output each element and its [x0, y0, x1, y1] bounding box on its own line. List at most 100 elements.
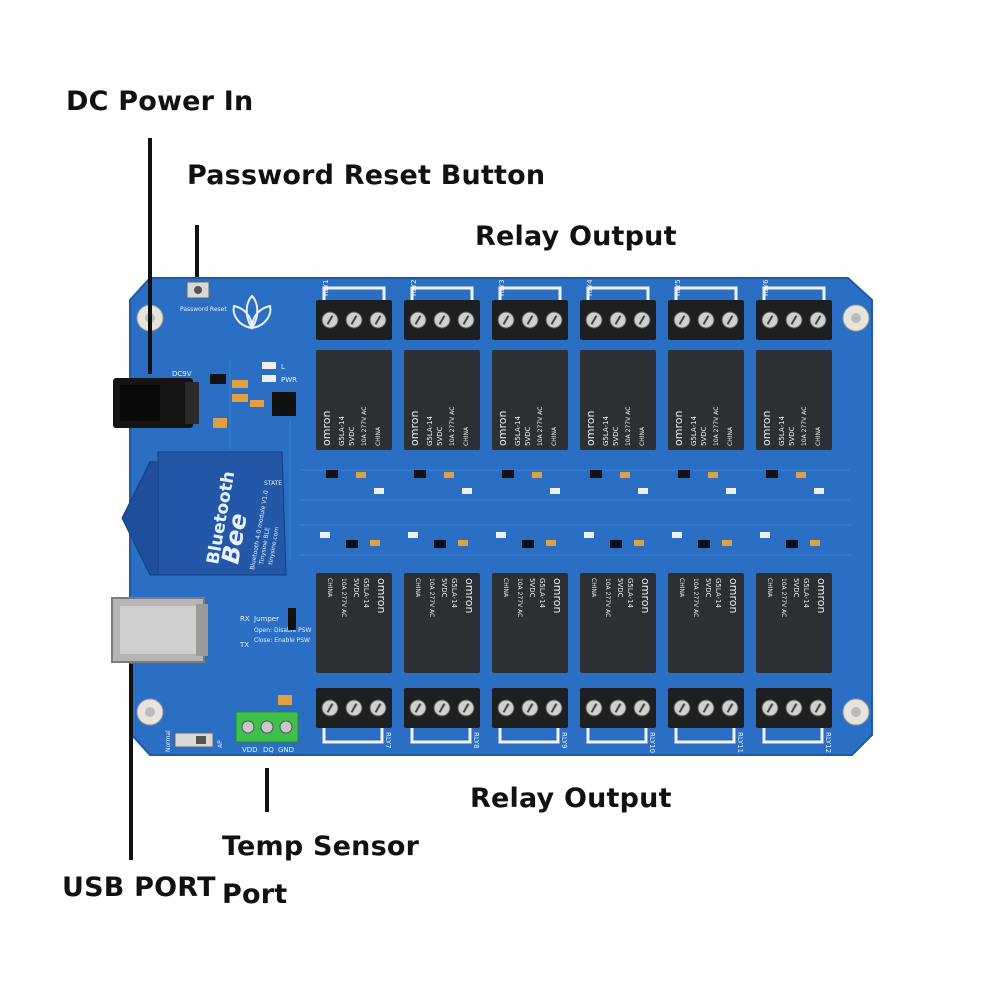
- jumper-close-silk: Close: Enable PSW: [254, 637, 310, 644]
- smd-component: [766, 470, 778, 478]
- smd-component: [434, 540, 446, 548]
- relay-brand: omron: [320, 411, 333, 446]
- relay-origin: CHINA: [375, 426, 382, 446]
- smd-component: [532, 472, 542, 478]
- smd-led: [408, 532, 418, 538]
- screw-slot: [438, 315, 446, 325]
- relay-body: [492, 573, 568, 673]
- tx-silk: TX: [239, 641, 249, 649]
- relay-model: G5LA-14: [602, 415, 610, 446]
- usb-port-label: USB PORT: [62, 872, 216, 903]
- relay-body: [756, 573, 832, 673]
- screw-slot: [374, 315, 382, 325]
- relay-brand: omron: [408, 411, 421, 446]
- relay-model: G5LA-14: [538, 578, 546, 609]
- relay-top-label: RLY6: [762, 279, 770, 296]
- relay-rating: 10A 277V AC: [340, 578, 347, 617]
- relay-rating: 10A 277V AC: [801, 407, 808, 446]
- relay-brand: omron: [760, 411, 773, 446]
- relay-voltage: 5VDC: [352, 578, 360, 598]
- screw-slot: [590, 703, 598, 713]
- screw-slot: [790, 315, 798, 325]
- wire-clamp: [322, 286, 386, 300]
- relay-body: [316, 573, 392, 673]
- relay-voltage: 5VDC: [704, 578, 712, 598]
- temp-sensor-leader: [265, 768, 269, 812]
- relay-rating: 10A 277V AC: [604, 578, 611, 617]
- relay-body: [580, 350, 656, 450]
- relay-voltage: 5VDC: [524, 426, 532, 446]
- dc-power-label: DC Power In: [66, 86, 254, 117]
- status-leds: [210, 362, 296, 428]
- relay-rating: 10A 277V AC: [780, 578, 787, 617]
- relay-rating: 10A 277V AC: [625, 407, 632, 446]
- smd-component: [810, 540, 820, 546]
- relay-brand: omron: [584, 411, 597, 446]
- smd-component: [708, 472, 718, 478]
- smd-component: [722, 540, 732, 546]
- jumper-header[interactable]: [288, 608, 296, 630]
- screw-slot: [414, 703, 422, 713]
- relay-voltage: 5VDC: [788, 426, 796, 446]
- wire-clamp: [674, 286, 738, 300]
- relay-rating: 10A 277V AC: [692, 578, 699, 617]
- relay-model: G5LA-14: [714, 578, 722, 609]
- screw-slot: [350, 315, 358, 325]
- usb-port-leader: [129, 664, 133, 860]
- smd-led: [584, 532, 594, 538]
- temp-pin-gnd: GND: [278, 746, 294, 754]
- relay-origin: CHINA: [502, 578, 509, 598]
- wire-clamp: [498, 728, 560, 744]
- relay-model: G5LA-14: [514, 415, 522, 446]
- password-reset-label: Password Reset Button: [187, 160, 546, 191]
- smd-component: [346, 540, 358, 548]
- relay-origin: CHINA: [815, 426, 822, 446]
- dc-power-jack[interactable]: [113, 378, 199, 428]
- relay-rating: 10A 277V AC: [713, 407, 720, 446]
- screw-slot: [678, 703, 686, 713]
- relay-model: G5LA-14: [802, 578, 810, 609]
- mode-switch[interactable]: [174, 732, 214, 748]
- relay-body: [668, 350, 744, 450]
- relay-body: [404, 573, 480, 673]
- relay-top-label: RLY4: [586, 279, 594, 296]
- smd-component: [522, 540, 534, 548]
- dc-silk: DC9V: [172, 370, 192, 378]
- smd-component: [620, 472, 630, 478]
- lotus-logo-icon: [232, 294, 272, 330]
- relay-voltage: 5VDC: [528, 578, 536, 598]
- wire-clamp: [498, 286, 562, 300]
- relay-origin: CHINA: [766, 578, 773, 598]
- dc-power-leader: [148, 138, 152, 374]
- relay-origin: CHINA: [463, 426, 470, 446]
- smd-led: [672, 532, 682, 538]
- relay-voltage: 5VDC: [436, 426, 444, 446]
- wire-clamp: [586, 286, 650, 300]
- relay-brand: omron: [496, 411, 509, 446]
- relay-voltage: 5VDC: [616, 578, 624, 598]
- usb-port[interactable]: [111, 597, 208, 663]
- screw-slot: [638, 703, 646, 713]
- screw-slot: [326, 315, 334, 325]
- screw-slot: [766, 703, 774, 713]
- relay-bottom-label: RLY7: [384, 732, 392, 749]
- temp-sensor-terminal[interactable]: [235, 695, 299, 743]
- smd-led: [726, 488, 736, 494]
- relay-voltage: 5VDC: [440, 578, 448, 598]
- relay-rating: 10A 277V AC: [361, 407, 368, 446]
- jumper-silk: Jumper: [253, 615, 279, 623]
- relay-body: [756, 350, 832, 450]
- password-reset-button[interactable]: [186, 281, 210, 299]
- relay-origin: CHINA: [326, 578, 333, 598]
- smd-led: [760, 532, 770, 538]
- smd-component: [356, 472, 366, 478]
- screw-slot: [614, 315, 622, 325]
- screw-slot: [438, 703, 446, 713]
- rx-silk: RX: [240, 615, 250, 623]
